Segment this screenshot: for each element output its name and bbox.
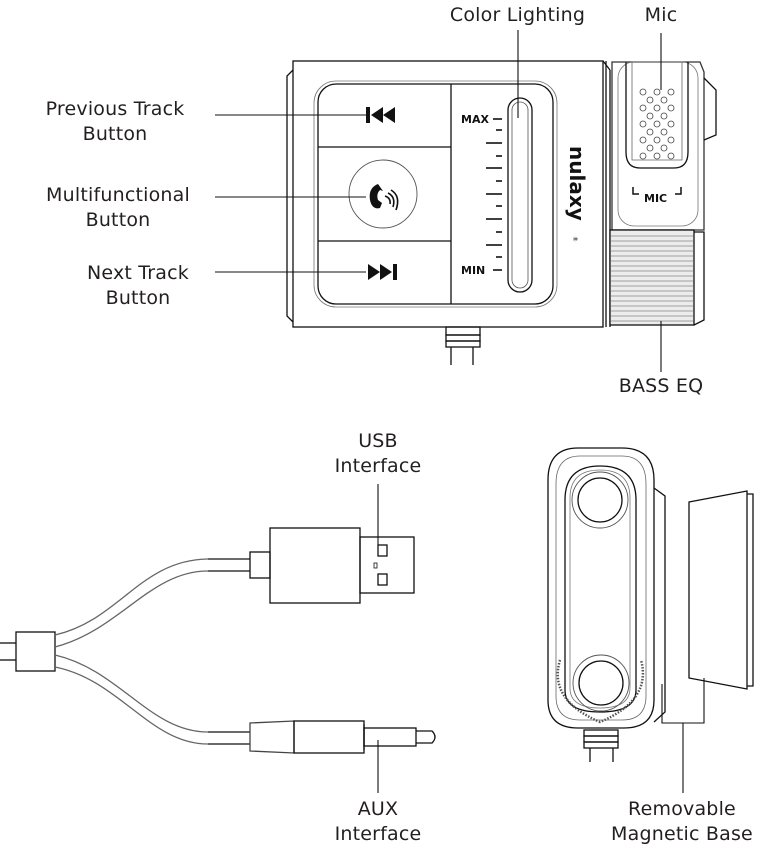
side-view-device — [547, 447, 666, 762]
label-magnetic-base: Removable Magnetic Base — [598, 797, 766, 847]
label-line: Next Track — [86, 262, 190, 284]
next-track-icon — [368, 264, 397, 280]
magnetic-base — [688, 490, 754, 690]
cable-splitter — [15, 631, 56, 672]
device-cable-stub — [445, 326, 481, 365]
label-text: Color Lighting — [449, 4, 586, 26]
label-line: Button — [85, 209, 151, 231]
usb-plug — [249, 527, 415, 604]
label-line: Button — [105, 287, 171, 309]
brand-logo: nulaxy — [565, 146, 589, 221]
label-usb-interface: USB Interface — [318, 429, 438, 479]
previous-track-icon — [366, 107, 395, 123]
label-line: Removable — [628, 798, 736, 820]
aux-plug — [249, 720, 436, 754]
label-text: Mic — [644, 4, 678, 26]
multifunction-button-ring — [348, 159, 418, 229]
label-line: USB — [358, 430, 398, 452]
light-bar-outer — [507, 97, 533, 293]
slider-max-label: MAX — [461, 113, 489, 126]
label-multifunctional: Multifunctional Button — [20, 183, 216, 233]
mic-grille — [639, 88, 675, 160]
label-next-track: Next Track Button — [60, 261, 216, 311]
registered-mark: ® — [571, 236, 578, 242]
phone-call-icon — [369, 184, 399, 211]
label-aux-interface: AUX Interface — [318, 797, 438, 847]
y-cable — [0, 558, 250, 745]
label-line: Interface — [334, 455, 422, 477]
label-text: BASS EQ — [618, 375, 704, 397]
bass-knob-ridges — [611, 235, 693, 322]
mic-tag: MIC — [644, 192, 667, 205]
slider-min-label: MIN — [461, 264, 485, 277]
leader-lines — [215, 30, 662, 372]
label-line: AUX — [357, 798, 399, 820]
slider-ticks — [486, 118, 502, 271]
label-previous-track: Previous Track Button — [20, 97, 210, 147]
label-line: Magnetic Base — [611, 823, 753, 845]
label-color-lighting: Color Lighting — [430, 3, 605, 28]
device-front-body — [286, 60, 611, 328]
label-line: Interface — [334, 823, 422, 845]
label-mic: Mic — [625, 3, 697, 28]
label-line: Previous Track — [45, 98, 185, 120]
label-line: Multifunctional — [46, 184, 190, 206]
label-bass-eq: BASS EQ — [600, 374, 722, 399]
label-line: Button — [82, 123, 148, 145]
